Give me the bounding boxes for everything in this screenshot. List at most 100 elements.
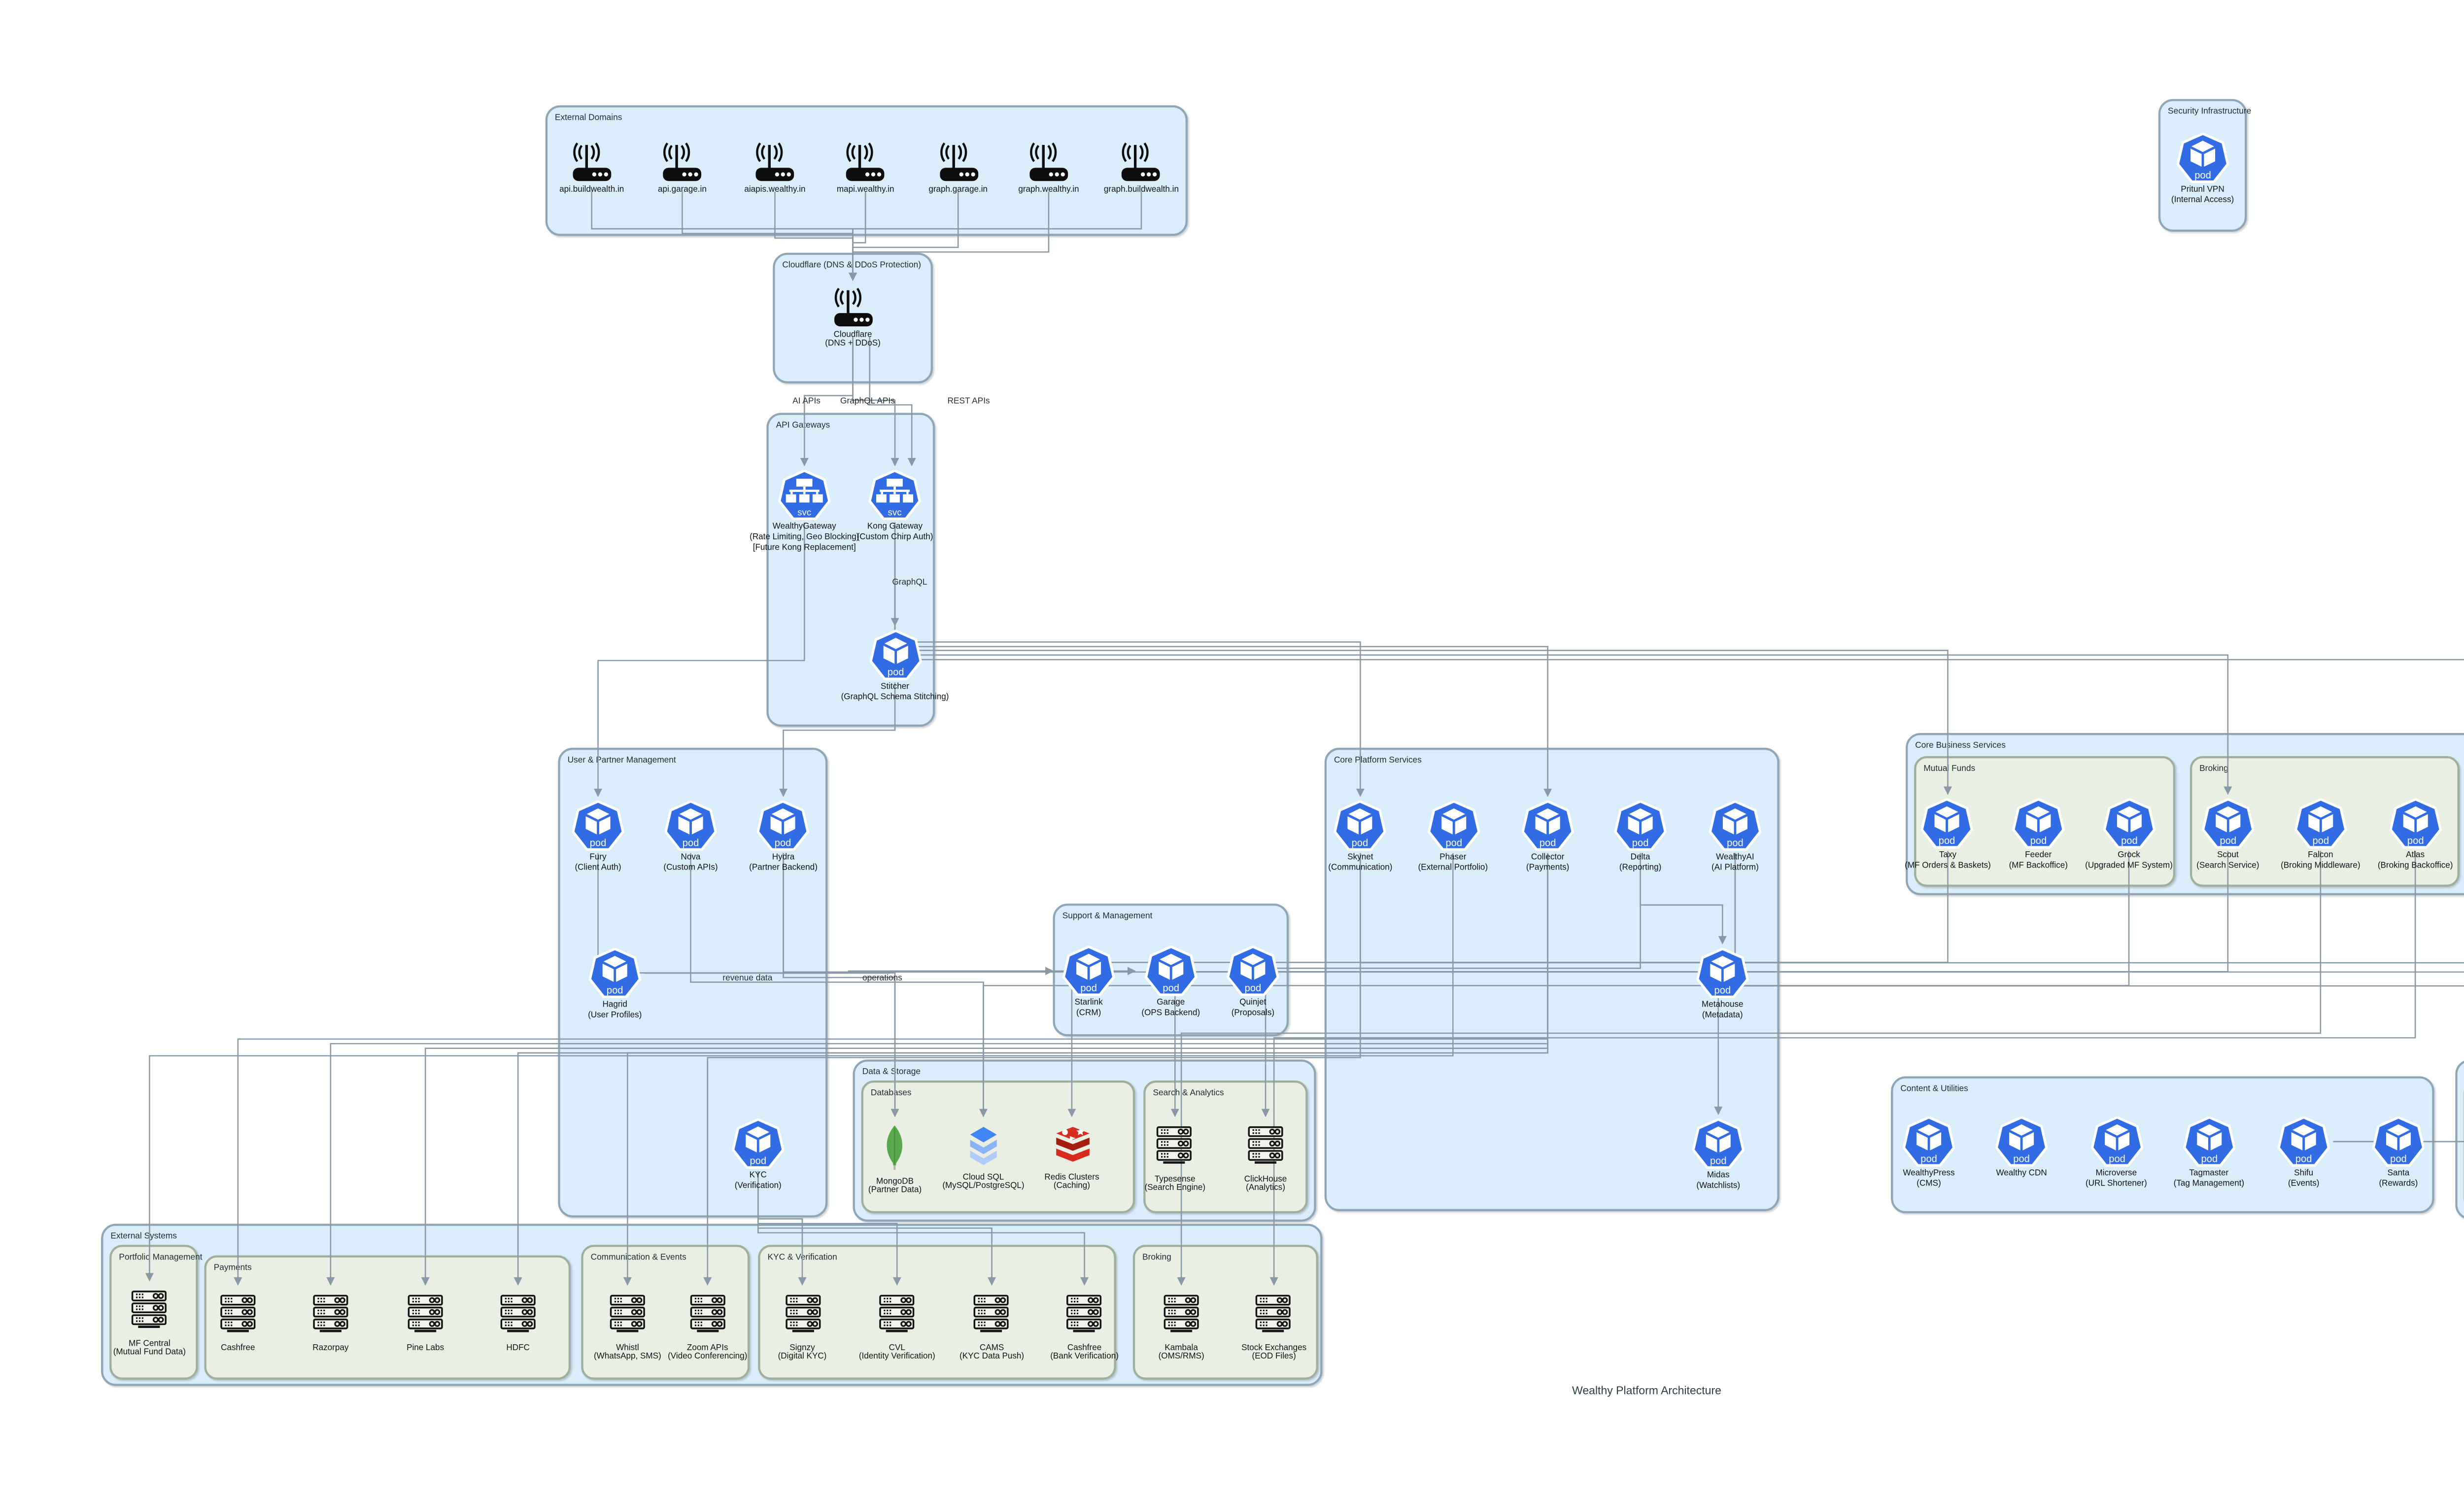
node-subtitle: (MF Orders & Baskets) — [1905, 859, 1991, 870]
pod-icon — [1520, 801, 1575, 852]
rack-icon — [684, 1289, 731, 1342]
node-subtitle: (Communication) — [1328, 861, 1393, 872]
node-label: Whistl(WhatsApp, SMS) — [594, 1342, 661, 1363]
node-whistl: Whistl(WhatsApp, SMS) — [594, 1289, 661, 1363]
node-label: aiapis.wealthy.in — [744, 183, 805, 195]
node-label: Midas(Watchlists) — [1696, 1170, 1740, 1191]
svc-icon — [777, 470, 832, 522]
node-d-graph-wealthy: graph.wealthy.in — [1018, 139, 1079, 195]
node-name: Wealthy CDN — [1996, 1167, 2047, 1178]
node-label: Tagmaster(Tag Management) — [2173, 1168, 2245, 1189]
node-label: MongoDB(Partner Data) — [868, 1176, 922, 1197]
node-name: Cashfree — [1067, 1341, 1102, 1352]
rack-icon — [1251, 1289, 1297, 1342]
node-d-api-garage: api.garage.in — [658, 139, 707, 195]
group-label: Mutual Funds — [1923, 762, 1976, 772]
node-scout: Scout(Search Service) — [2196, 798, 2259, 871]
group-label: Portfolio Management — [119, 1250, 203, 1261]
node-name: Razorpay — [312, 1341, 349, 1352]
redis-icon — [1048, 1120, 1096, 1171]
edge-kong_gateway-to-skynet — [894, 522, 1365, 797]
cloudsql-icon — [959, 1120, 1007, 1171]
node-label: graph.wealthy.in — [1018, 183, 1079, 195]
rack-icon — [495, 1289, 541, 1342]
node-skynet: Skynet(Communication) — [1328, 801, 1392, 873]
node-subtitle: (Bank Verification) — [1050, 1351, 1119, 1362]
node-wealthyai: WealthyAI(AI Platform) — [1708, 801, 1762, 873]
node-subtitle: (User Profiles) — [588, 1009, 642, 1019]
node-subtitle: (OMS/RMS) — [1158, 1351, 1204, 1362]
node-name: Signzy — [789, 1341, 815, 1352]
node-label: Hagrid(User Profiles) — [588, 1000, 642, 1021]
pod-icon — [2200, 798, 2255, 850]
node-microverse: Microverse(URL Shortener) — [2086, 1116, 2147, 1189]
node-subtitle: (Mutual Fund Data) — [113, 1347, 186, 1358]
node-subtitle: (Tag Management) — [2173, 1177, 2245, 1188]
node-cloudsql: Cloud SQL(MySQL/PostgreSQL) — [942, 1120, 1025, 1192]
rack-icon — [402, 1289, 448, 1342]
group-label: Communication & Events — [590, 1250, 686, 1261]
node-subtitle: (Search Service) — [2196, 859, 2259, 870]
node-label: WealthyGateway(Rate Limiting, Geo Blocki… — [750, 522, 859, 552]
pod-icon — [1902, 1116, 1956, 1168]
node-subtitle: (Digital KYC) — [778, 1351, 827, 1362]
pod-icon — [2175, 133, 2230, 184]
group-label: External Domains — [554, 110, 622, 122]
node-subtitle: (Caching) — [1053, 1180, 1090, 1191]
node-label: WealthyAI(AI Platform) — [1711, 852, 1759, 873]
diagram-title: Wealthy Platform Architecture — [1572, 1386, 1721, 1399]
group-label: Data & Storage — [862, 1065, 921, 1076]
node-cvl: CVL(Identity Verification) — [859, 1289, 935, 1363]
node-subtitle: (AI Platform) — [1711, 861, 1759, 872]
node-name: Stock Exchanges — [1241, 1341, 1307, 1352]
edge-label: REST APIs — [947, 395, 990, 406]
rack-icon — [874, 1289, 920, 1342]
group-label: Broking — [2199, 762, 2228, 772]
node-label: KYC(Verification) — [735, 1170, 782, 1191]
node-grock: Grock(Upgraded MF System) — [2085, 798, 2173, 871]
pod-icon — [1708, 801, 1762, 852]
node-d-api-buildwealth: api.buildwealth.in — [559, 139, 624, 195]
node-label: CAMS(KYC Data Push) — [959, 1342, 1024, 1363]
node-name: Cashfree — [221, 1341, 255, 1352]
node-label: Scout(Search Service) — [2196, 850, 2259, 872]
node-metahouse: Metahouse(Metadata) — [1695, 948, 1750, 1021]
node-d-aiapis-wealthy: aiapis.wealthy.in — [744, 139, 806, 195]
node-subtitle: (Client Auth) — [575, 861, 621, 872]
node-label: Pine Labs — [407, 1342, 444, 1353]
node-label: Nova(Custom APIs) — [663, 852, 718, 873]
node-subtitle: (Video Conferencing) — [668, 1351, 748, 1362]
node-label: HDFC — [506, 1342, 529, 1353]
antenna-icon — [568, 139, 616, 183]
node-fury: Fury(Client Auth) — [571, 801, 625, 873]
node-label: Atlas(Broking Backoffice) — [2378, 850, 2453, 872]
node-cashfree-bank: Cashfree(Bank Verification) — [1050, 1289, 1119, 1363]
group-label: Security Infrastructure — [2168, 104, 2252, 115]
node-name: api.garage.in — [658, 182, 707, 194]
edge-label: GraphQL — [892, 576, 927, 587]
node-label: Skynet(Communication) — [1328, 852, 1393, 873]
node-cloudflare: Cloudflare(DNS + DDoS) — [825, 284, 881, 350]
group-label: Support & Management — [1062, 909, 1153, 920]
antenna-icon — [751, 139, 799, 183]
node-pine-labs: Pine Labs — [402, 1289, 448, 1353]
node-subtitle: (Identity Verification) — [858, 1351, 935, 1362]
edge-label: revenue data — [722, 972, 773, 983]
edge-label: operations — [862, 972, 902, 983]
node-subtitle: (Reporting) — [1619, 861, 1662, 872]
pod-icon — [2276, 1116, 2331, 1168]
edge-label: GraphQL APIs — [840, 395, 895, 406]
node-subtitle: (EOD Files) — [1252, 1351, 1296, 1362]
rack-icon — [604, 1289, 650, 1342]
pod-icon — [2101, 798, 2156, 850]
node-label: Quinjet(Proposals) — [1232, 998, 1274, 1019]
node-label: Zoom APIs(Video Conferencing) — [668, 1342, 748, 1363]
group-label: Core Business Services — [1915, 738, 2006, 749]
node-name: mapi.wealthy.in — [836, 182, 894, 194]
node-cashfree: Cashfree — [215, 1289, 261, 1353]
node-kong-gateway: Kong Gateway(Custom Chirp Auth) — [857, 470, 933, 543]
node-subtitle: (URL Shortener) — [2085, 1177, 2147, 1188]
rack-icon — [1152, 1120, 1198, 1173]
node-subtitle: (Partner Data) — [868, 1185, 922, 1195]
node-mongodb: MongoDB(Partner Data) — [868, 1120, 922, 1196]
